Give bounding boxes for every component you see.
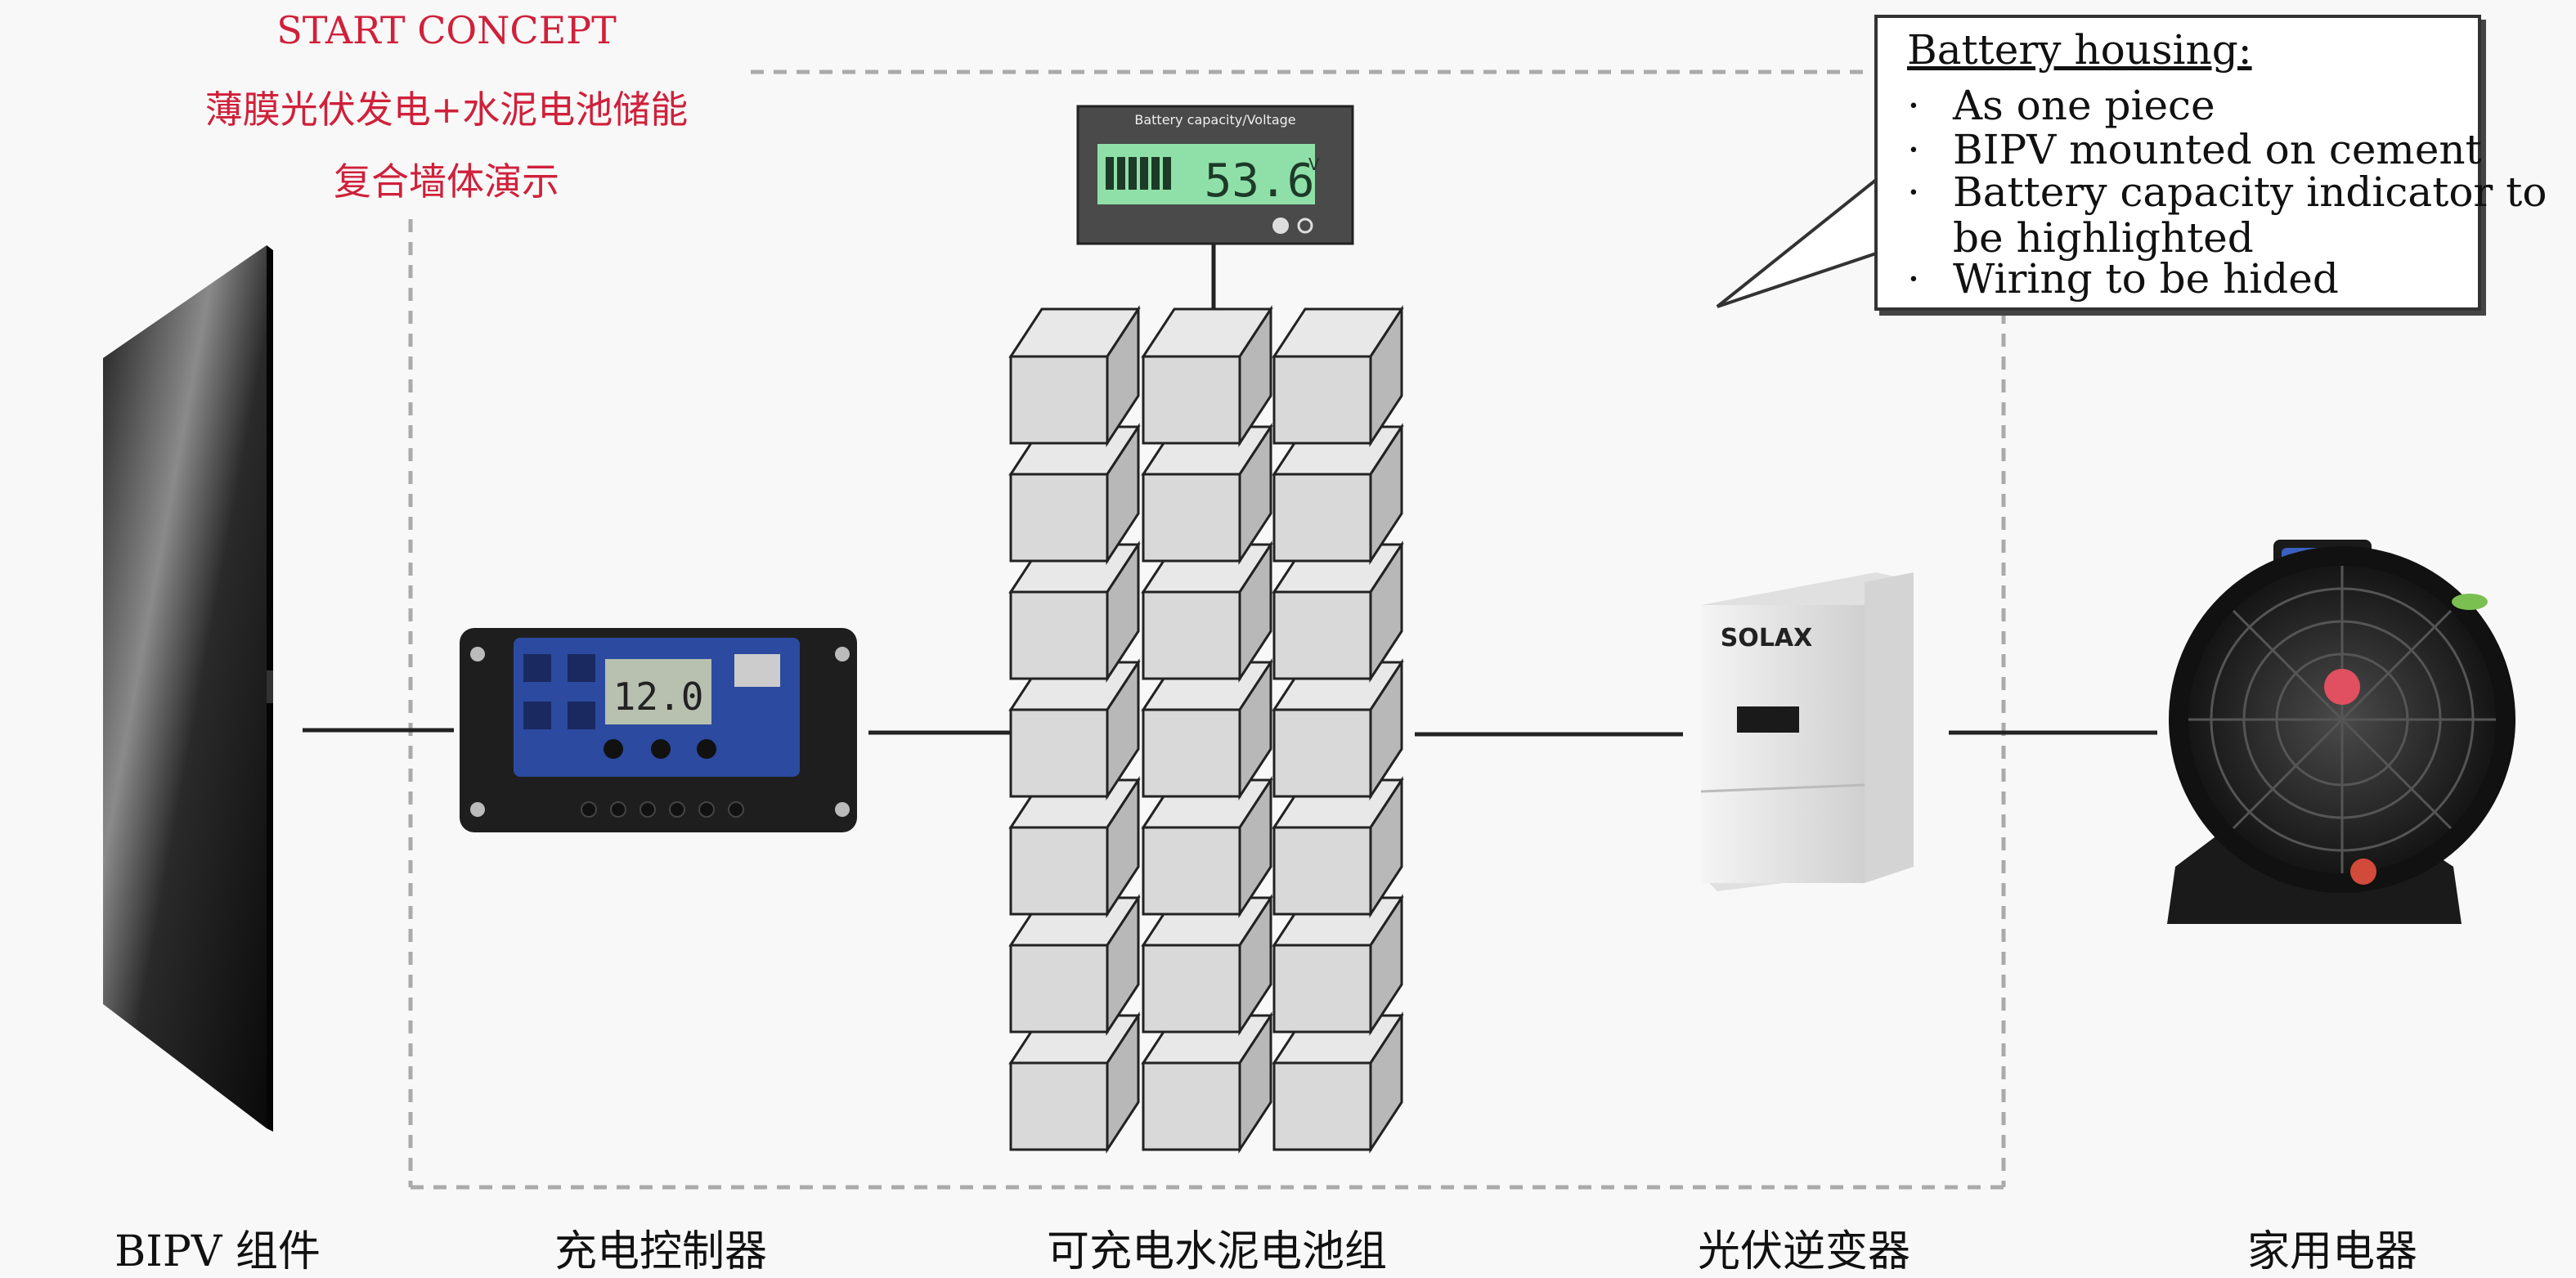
- battery-cell-cube: [1008, 422, 1141, 566]
- label-bipv: BIPV 组件: [114, 1227, 321, 1276]
- battery-cell-cube: [1141, 893, 1273, 1037]
- callout-bullet: ·: [1907, 255, 1920, 303]
- battery-cell-cube: [1008, 1011, 1141, 1155]
- label-controller: 充电控制器: [554, 1227, 768, 1276]
- callout-item-text: Battery capacity indicator to: [1953, 168, 2547, 216]
- cement-battery-stack-icon: [1008, 304, 1404, 1155]
- wiring: [303, 244, 2157, 737]
- fan-icon: [2167, 540, 2515, 924]
- battery-cell-cube: [1141, 422, 1273, 566]
- battery-cell-cube: [1141, 657, 1273, 801]
- battery-cell-cube: [1008, 304, 1141, 448]
- callout-item: be highlighted: [1907, 214, 2254, 262]
- concept-subtitle: 薄膜光伏发电+水泥电池储能: [204, 87, 689, 132]
- inverter-icon: [1700, 572, 1914, 891]
- battery-cell-cube: [1272, 540, 1404, 684]
- battery-housing-callout: Battery housing: · As one piece · BIPV mou…: [1874, 15, 2547, 311]
- callout-bullet: ·: [1907, 168, 1920, 216]
- indicator-unit: V: [1308, 155, 1320, 174]
- charge-controller-icon: [460, 628, 857, 832]
- battery-cell-cube: [1272, 422, 1404, 566]
- battery-cell-cube: [1008, 893, 1141, 1037]
- callout-bullet: ·: [1907, 126, 1920, 173]
- battery-cell-cube: [1141, 540, 1273, 684]
- callout-item-text: As one piece: [1953, 82, 2215, 129]
- callout-pointer: [1716, 176, 1878, 308]
- callout-item-text: be highlighted: [1953, 214, 2254, 262]
- label-battery: 可充电水泥电池组: [1046, 1227, 1388, 1276]
- battery-cell-cube: [1008, 540, 1141, 684]
- battery-cell-cube: [1272, 657, 1404, 801]
- controller-screen-value: 12.0: [613, 675, 704, 719]
- solar-panel-icon: [103, 245, 273, 1132]
- callout-item-text: BIPV mounted on cement: [1953, 126, 2482, 173]
- battery-cell-cube: [1272, 775, 1404, 919]
- battery-cell-cube: [1141, 304, 1273, 448]
- concept-subtitle-2: 复合墙体演示: [334, 159, 559, 204]
- concept-title: START CONCEPT: [276, 8, 617, 52]
- battery-housing-boundary: [408, 70, 2006, 1190]
- battery-cell-cube: [1141, 1011, 1273, 1155]
- callout-item: · BIPV mounted on cement: [1907, 126, 2482, 173]
- indicator-header: Battery capacity/Voltage: [1134, 112, 1295, 128]
- battery-cell-cube: [1272, 304, 1404, 448]
- battery-capacity-indicator-icon: [1076, 105, 1354, 245]
- callout-item: · Wiring to be hided: [1907, 255, 2339, 303]
- callout-bullet: ·: [1907, 82, 1920, 129]
- battery-cell-cube: [1008, 657, 1141, 801]
- battery-cell-cube: [1008, 775, 1141, 919]
- battery-cell-cube: [1272, 1011, 1404, 1155]
- callout-title: Battery housing:: [1907, 26, 2252, 74]
- callout-item: · Battery capacity indicator to: [1907, 168, 2547, 216]
- callout-item: · As one piece: [1907, 82, 2215, 129]
- indicator-value: 53.6: [1205, 155, 1315, 208]
- battery-cell-cube: [1141, 775, 1273, 919]
- label-appliance: 家用电器: [2246, 1227, 2418, 1276]
- callout-item-text: Wiring to be hided: [1953, 255, 2339, 303]
- label-inverter: 光伏逆变器: [1697, 1227, 1911, 1276]
- battery-cell-cube: [1272, 893, 1404, 1037]
- inverter-brand: SOLAX: [1721, 624, 1813, 652]
